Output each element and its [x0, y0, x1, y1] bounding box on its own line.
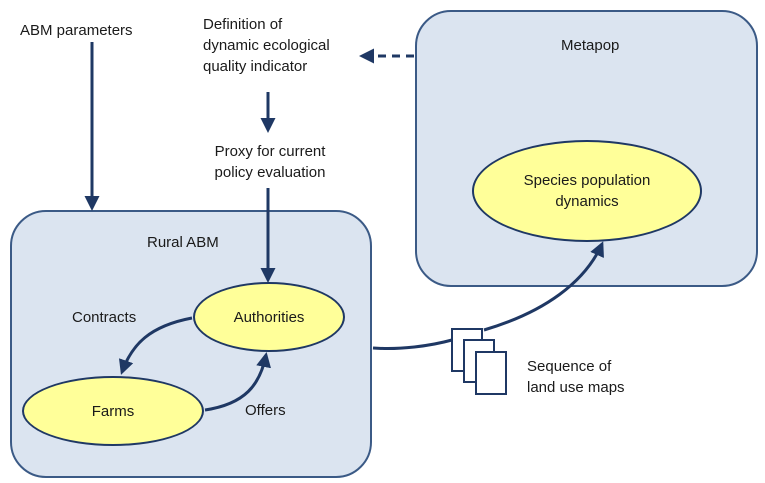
definition-line2: dynamic ecological: [203, 37, 330, 54]
sequence-label: Sequence of land use maps: [527, 356, 625, 398]
definition-line3: quality indicator: [203, 58, 308, 75]
metapop-title: Metapop: [561, 37, 620, 54]
farms-label: Farms: [91, 402, 135, 420]
farms-node: Farms: [22, 376, 204, 446]
arrow-rural-to-maps: [372, 338, 453, 350]
proxy-label: Proxy for current policy evaluation: [190, 141, 350, 183]
sequence-line2: land use maps: [527, 379, 625, 396]
species-population-node: Species population dynamics: [472, 140, 702, 242]
proxy-line1: Proxy for current: [214, 143, 326, 160]
definition-line1: Definition of: [203, 16, 283, 33]
contracts-label: Contracts: [72, 309, 137, 326]
proxy-line2: policy evaluation: [214, 164, 326, 181]
authorities-node: Authorities: [193, 282, 345, 352]
species-label-line1: Species population: [523, 172, 651, 189]
abm-parameters-label: ABM parameters: [20, 22, 133, 39]
offers-label: Offers: [245, 402, 286, 419]
sequence-line1: Sequence of: [527, 358, 612, 375]
species-label-line2: dynamics: [555, 193, 619, 210]
authorities-label: Authorities: [233, 308, 305, 326]
definition-label: Definition of dynamic ecological quality…: [203, 14, 330, 77]
rural-abm-title: Rural ABM: [147, 234, 219, 251]
